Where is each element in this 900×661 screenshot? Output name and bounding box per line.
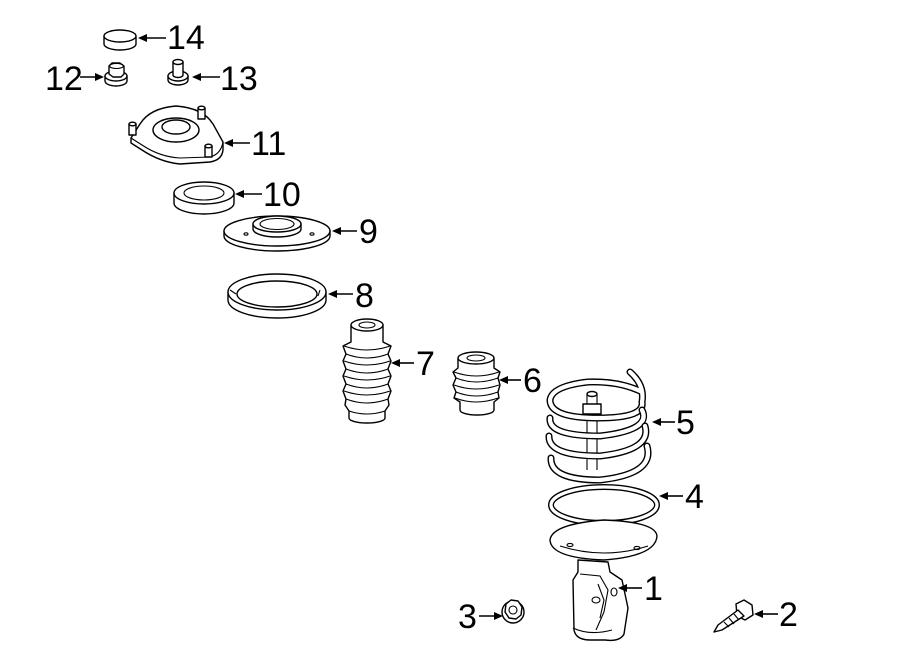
callout-2: 2 [779,596,798,634]
part-2-bolt [713,599,754,633]
part-11-strut-mount [128,105,224,165]
part-12-nut [104,62,128,87]
callout-6: 6 [523,362,542,400]
callout-8: 8 [355,277,374,315]
part-3-nut [501,599,525,624]
callout-10: 10 [263,176,301,214]
leader-arrows [80,34,778,620]
part-1-strut-assembly [549,519,658,642]
callout-13: 13 [220,60,258,98]
part-9-upper-seat [223,215,331,252]
callout-9: 9 [359,213,378,251]
part-7-dust-boot [342,318,392,424]
part-8-insulator [227,273,327,319]
part-10-bearing [173,181,235,215]
callout-12: 12 [45,60,83,98]
callout-11: 11 [251,125,286,163]
callout-7: 7 [416,345,435,383]
part-4-lower-insulator [548,484,660,526]
callout-5: 5 [676,404,695,442]
part-6-jounce-bumper [452,351,501,416]
part-14-cap [103,29,137,51]
part-13-bushing [167,58,189,86]
callout-4: 4 [685,478,704,516]
callout-1: 1 [644,570,663,608]
callout-14: 14 [167,19,205,57]
callout-3: 3 [458,598,477,636]
part-5-coil-spring [545,368,652,484]
